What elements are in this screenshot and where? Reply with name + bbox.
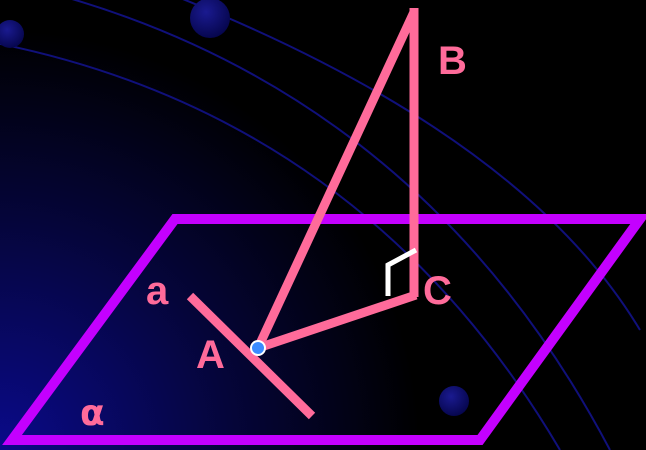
right-angle-mark-c — [385, 247, 418, 296]
label-point-a: A — [196, 333, 225, 377]
orbit-dot-1 — [0, 20, 24, 48]
point-a — [250, 340, 266, 356]
label-line-a: a — [146, 269, 169, 313]
plane-alpha — [2, 214, 646, 445]
segment-ac — [256, 290, 418, 353]
orbit-dot-3 — [439, 386, 469, 416]
segment-ab — [253, 10, 419, 350]
label-plane-alpha: α — [80, 393, 105, 434]
label-point-c: C — [423, 269, 452, 313]
orbit-arc-2 — [71, 0, 611, 450]
orbit-dot-2 — [190, 0, 230, 38]
orbit-dots — [0, 0, 469, 416]
label-point-b: B — [438, 39, 467, 83]
line-a — [186, 292, 316, 420]
orbit-arc-1 — [0, 42, 561, 450]
